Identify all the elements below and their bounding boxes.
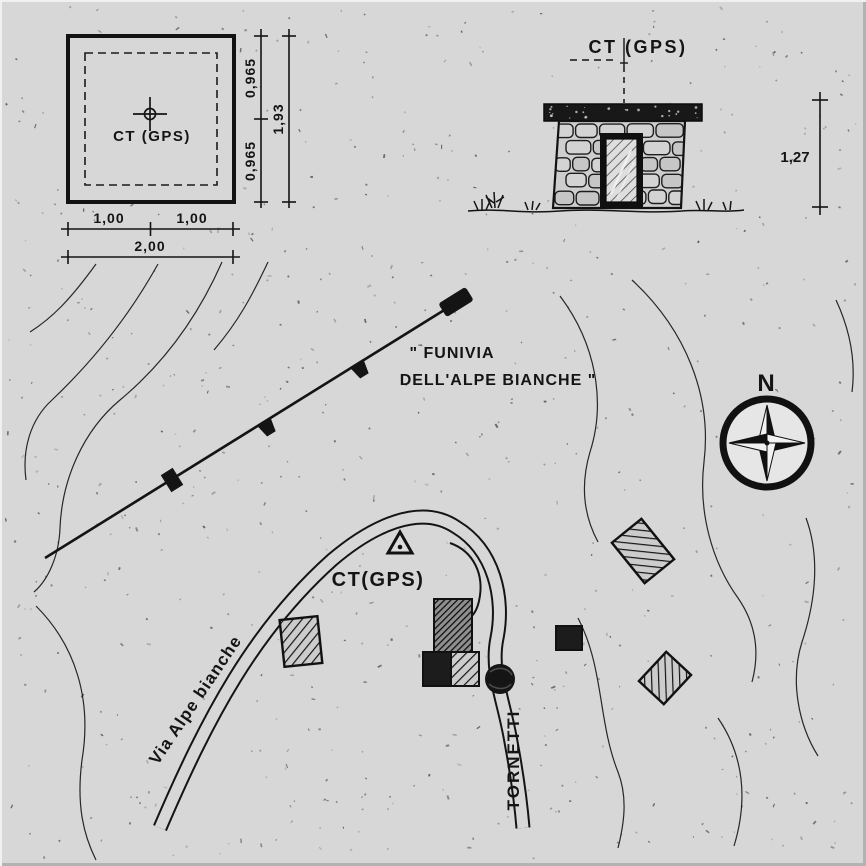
buildings: [278, 517, 693, 706]
plan-inner-dashed-outline: [84, 52, 218, 186]
contour-line: [795, 517, 819, 757]
plan-bottom-dimensions: 1,00 1,00 2,00: [61, 210, 240, 264]
dim-label: 2,00: [134, 238, 165, 254]
contour-line: [559, 295, 599, 543]
dim-label: 1,27: [780, 149, 809, 166]
cableway-pylon: [160, 467, 184, 493]
street-label: TORNETTI: [504, 710, 523, 811]
map-point-label: CT(GPS): [332, 569, 425, 591]
plan-view: CT (GPS) 1,00 1,00 2,00 0,965 0,965 1,9: [61, 29, 296, 264]
building: [610, 517, 676, 585]
compass-rose-icon: N: [719, 370, 815, 491]
building: [278, 614, 324, 669]
cable-car-cabin-icon: [256, 416, 276, 437]
contour-lines: [24, 261, 854, 861]
building: [450, 651, 480, 687]
contour-line: [33, 261, 223, 593]
dim-label: 0,965: [242, 58, 258, 98]
contour-line: [35, 605, 97, 861]
contour-line: [213, 261, 269, 351]
door: [600, 133, 643, 208]
contour-line: [835, 299, 854, 393]
contour-line: [717, 717, 743, 847]
height-dimension: 1,27: [780, 92, 828, 215]
site-map: " FUNIVIA DELL'ALPE BIANCHE " N Via Alpe…: [24, 261, 854, 861]
leader-line: [570, 38, 628, 103]
contour-line: [24, 263, 159, 481]
station-triangle-icon: [385, 528, 415, 555]
plan-point-label: CT (GPS): [113, 128, 191, 145]
roof-slab: [543, 103, 703, 122]
dim-label: 0,965: [242, 141, 258, 181]
ground-grass: [467, 191, 745, 213]
cableway-label-line1: " FUNIVIA: [409, 345, 494, 362]
roof-speckles: [549, 105, 698, 119]
elevation-point-label: CT (GPS): [589, 37, 688, 57]
building: [422, 651, 452, 687]
cableway: " FUNIVIA DELL'ALPE BIANCHE ": [44, 287, 597, 560]
cableway-station: [439, 287, 473, 317]
building: [433, 598, 473, 654]
dim-label: 1,93: [270, 103, 286, 134]
cable-car-cabin-icon: [349, 358, 369, 379]
north-label: N: [757, 370, 774, 397]
contour-line: [577, 617, 625, 849]
contour-line: [631, 279, 757, 683]
building: [637, 650, 693, 706]
contour-line: [29, 263, 97, 333]
cableway-label-line2: DELL'ALPE BIANCHE ": [400, 372, 597, 389]
dim-label: 1,00: [93, 210, 124, 226]
building: [555, 625, 583, 651]
plan-right-dimensions: 0,965 0,965 1,93: [242, 29, 296, 208]
benchmark-crosshair-icon: [133, 97, 167, 131]
dim-label: 1,00: [176, 210, 207, 226]
tree-scribble: [485, 664, 515, 694]
elevation-view: CT (GPS): [467, 37, 828, 215]
